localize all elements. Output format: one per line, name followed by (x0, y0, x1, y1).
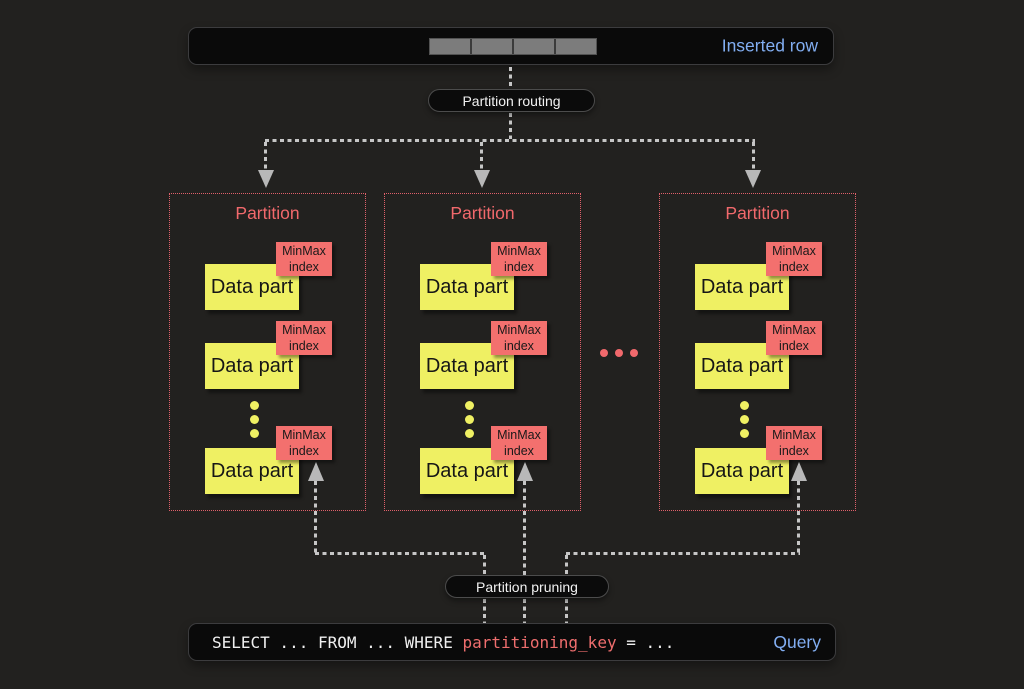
query-bar: SELECT ... FROM ... WHERE partitioning_k… (188, 623, 836, 661)
dotted-connector-line (797, 481, 800, 553)
arrow-up-icon (308, 462, 324, 481)
ellipsis-dot (465, 401, 474, 410)
partition-routing-pill: Partition routing (428, 89, 595, 112)
minmax-label: index (779, 339, 809, 353)
partition-pruning-pill: Partition pruning (445, 575, 609, 598)
inserted-row-label: Inserted row (721, 35, 818, 56)
dotted-connector-line (314, 481, 317, 553)
minmax-label: MinMax (772, 244, 816, 258)
partition-title: Partition (235, 203, 300, 223)
data-part-card: Data part (420, 448, 514, 494)
ellipsis-dot (465, 415, 474, 424)
minmax-index-card: MinMax index (276, 242, 332, 276)
minmax-label: MinMax (282, 428, 326, 442)
minmax-label: index (504, 339, 534, 353)
dotted-connector-line (565, 555, 568, 575)
data-part-card: Data part (420, 343, 514, 389)
sql-prefix: SELECT ... FROM ... WHERE (212, 632, 463, 652)
data-part-card: Data part (205, 343, 299, 389)
minmax-index-card: MinMax index (491, 242, 547, 276)
minmax-label: index (504, 444, 534, 458)
minmax-label: MinMax (497, 428, 541, 442)
arrow-up-icon (517, 462, 533, 481)
dotted-connector-line (480, 142, 483, 170)
minmax-label: index (779, 260, 809, 274)
minmax-index-card: MinMax index (491, 321, 547, 355)
dotted-connector-line (523, 599, 526, 623)
minmax-label: MinMax (282, 323, 326, 337)
partition-box: Partition MinMax index Data part MinMax … (169, 193, 366, 511)
minmax-label: MinMax (497, 244, 541, 258)
ellipsis-dot (740, 429, 749, 438)
ellipsis-dot (250, 429, 259, 438)
minmax-index-card: MinMax index (766, 242, 822, 276)
data-part-card: Data part (205, 448, 299, 494)
minmax-index-card: MinMax index (766, 426, 822, 460)
ellipsis-dot (740, 401, 749, 410)
dotted-connector-line (315, 552, 485, 555)
minmax-label: MinMax (282, 244, 326, 258)
ellipsis-dot (250, 401, 259, 410)
dotted-connector-line (483, 599, 486, 623)
row-cells-icon (429, 38, 597, 55)
partition-title: Partition (725, 203, 790, 223)
minmax-index-card: MinMax index (276, 426, 332, 460)
ellipsis-dot (250, 415, 259, 424)
query-label: Query (773, 631, 821, 652)
minmax-label: MinMax (772, 428, 816, 442)
dotted-connector-line (265, 139, 755, 142)
partition-box: Partition MinMax index Data part MinMax … (659, 193, 856, 511)
dotted-connector-line (566, 552, 800, 555)
minmax-index-card: MinMax index (276, 321, 332, 355)
partition-title: Partition (450, 203, 515, 223)
dotted-connector-line (483, 555, 486, 575)
dotted-connector-line (565, 599, 568, 623)
arrow-up-icon (791, 462, 807, 481)
partitions-ellipsis (600, 349, 638, 357)
inserted-row-bar: Inserted row (188, 27, 834, 65)
partition-box: Partition MinMax index Data part MinMax … (384, 193, 581, 511)
ellipsis-dot (740, 415, 749, 424)
sql-suffix: = ... (616, 632, 675, 652)
sql-text: SELECT ... FROM ... WHERE partitioning_k… (212, 633, 674, 652)
minmax-label: index (289, 339, 319, 353)
minmax-label: MinMax (497, 323, 541, 337)
ellipsis-dot (465, 429, 474, 438)
arrow-down-icon (258, 170, 274, 188)
dotted-connector-line (523, 481, 526, 575)
minmax-index-card: MinMax index (491, 426, 547, 460)
dotted-connector-line (509, 67, 512, 88)
row-cell (556, 39, 596, 54)
row-cell (472, 39, 512, 54)
minmax-label: index (289, 260, 319, 274)
row-cell (430, 39, 470, 54)
minmax-index-card: MinMax index (766, 321, 822, 355)
dotted-connector-line (509, 113, 512, 139)
minmax-label: MinMax (772, 323, 816, 337)
arrow-down-icon (745, 170, 761, 188)
row-cell (514, 39, 554, 54)
minmax-label: index (779, 444, 809, 458)
dotted-connector-line (264, 142, 267, 170)
minmax-label: index (289, 444, 319, 458)
sql-partitioning-key: partitioning_key (462, 632, 617, 652)
dotted-connector-line (752, 142, 755, 170)
minmax-label: index (504, 260, 534, 274)
arrow-down-icon (474, 170, 490, 188)
